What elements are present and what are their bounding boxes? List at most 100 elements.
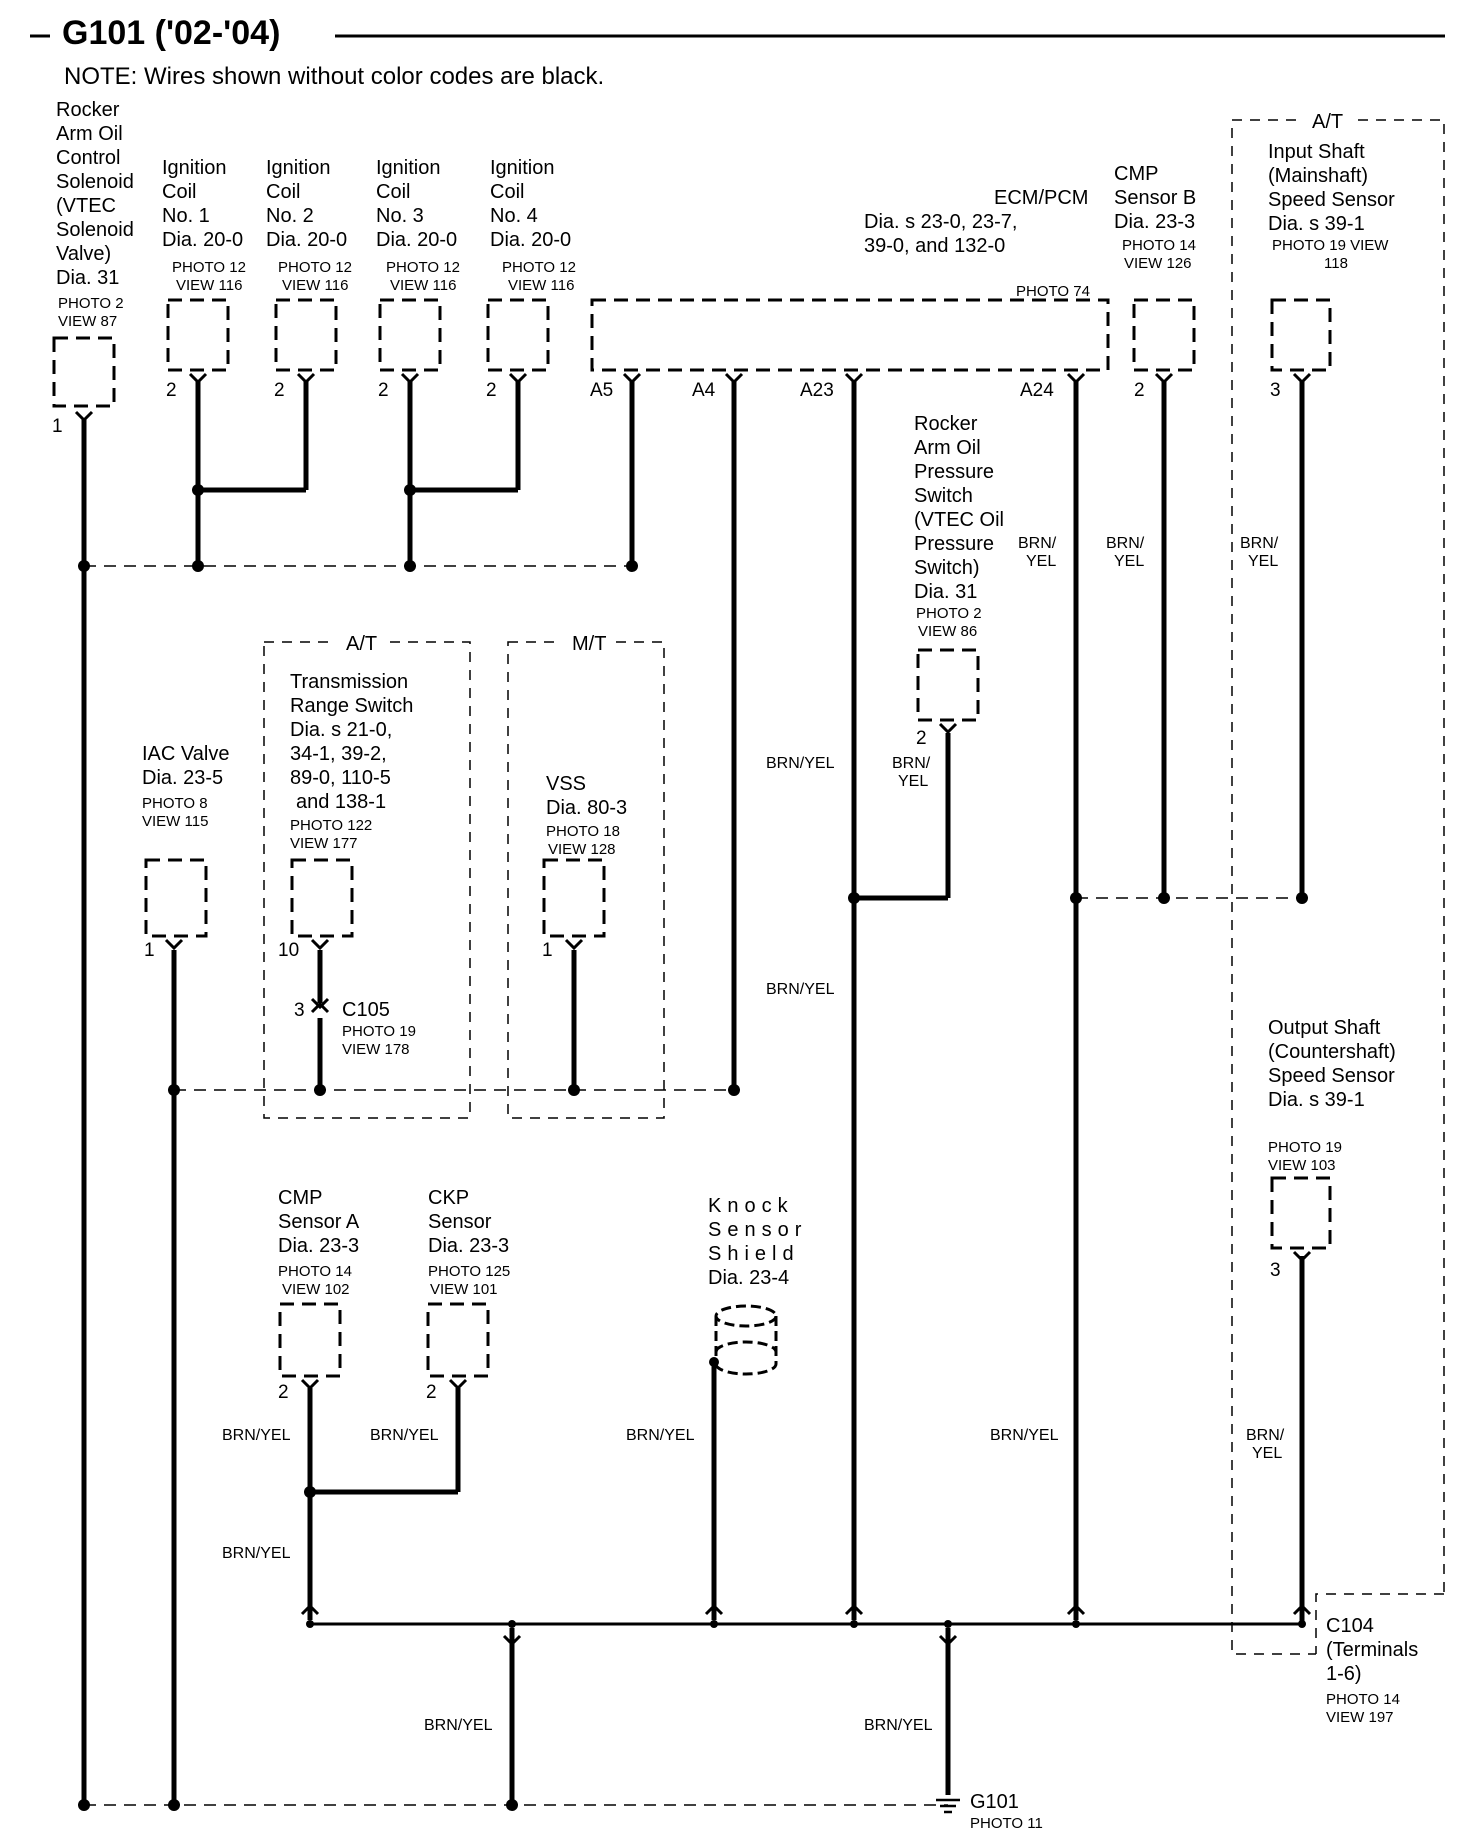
wire-label-a24-brn: BRN/	[1018, 535, 1057, 552]
trans-range-connector	[290, 858, 354, 938]
c105-photo: PHOTO 19	[342, 1023, 416, 1040]
iac-view: VIEW 115	[142, 813, 208, 830]
coil4-connector	[486, 298, 550, 372]
wire-label-switch-brn: BRN/	[892, 755, 931, 772]
rocker-switch-label: Rocker Arm Oil Pressure Switch (VTEC Oil…	[914, 413, 1010, 603]
coil4-pin: 2	[486, 380, 497, 401]
vss-connector	[542, 858, 606, 938]
input-shaft-label: Input Shaft (Mainshaft) Speed Sensor Dia…	[1268, 141, 1400, 235]
output-shaft-photo: PHOTO 19	[1268, 1139, 1342, 1156]
trans-range-photo: PHOTO 122	[290, 817, 372, 834]
pin-terminals	[74, 372, 1312, 1647]
vss-photo: PHOTO 18	[546, 823, 620, 840]
ckp-view: VIEW 101	[430, 1281, 498, 1298]
coil4-label: Ignition Coil No. 4 Dia. 20-0	[490, 157, 571, 251]
input-shaft-pin: 3	[1270, 380, 1281, 401]
splice-dots	[78, 484, 1308, 1811]
ecm-pin-a5: A5	[590, 380, 613, 401]
wire-label-cmpb-brn: BRN/	[1106, 535, 1145, 552]
cmp-b-pin: 2	[1134, 380, 1145, 401]
iac-pin: 1	[144, 940, 155, 961]
ecm-pin-a24: A24	[1020, 380, 1054, 401]
wire-label-input-yel: YEL	[1248, 553, 1278, 570]
cmp-b-view: VIEW 126	[1124, 255, 1192, 272]
rocker-switch-connector	[916, 648, 980, 722]
wire-label-a23-upper: BRN/YEL	[766, 755, 835, 772]
c104-label: C104 (Terminals 1-6)	[1326, 1615, 1424, 1685]
coil1-connector	[166, 298, 230, 372]
wire-label-a24-lower: BRN/YEL	[990, 1427, 1059, 1444]
ecm-connector	[590, 298, 1110, 372]
knock-dia: Dia. 23-4	[708, 1267, 789, 1289]
coil1-label: Ignition Coil No. 1 Dia. 20-0	[162, 157, 243, 251]
at-mid-label: A/T	[346, 633, 377, 655]
iac-connector	[144, 858, 208, 938]
cmp-b-connector	[1132, 298, 1196, 372]
rocker-solenoid-connector	[52, 336, 116, 408]
page-title: G101 ('02-'04)	[62, 14, 280, 52]
g101-label: G101	[970, 1791, 1019, 1813]
output-shaft-view: VIEW 103	[1268, 1157, 1336, 1174]
wire-label-output-brn: BRN/	[1246, 1427, 1285, 1444]
rocker-switch-pin: 2	[916, 728, 927, 749]
coil4-photo: PHOTO 12	[502, 259, 576, 276]
wire-label-output-yel: YEL	[1252, 1445, 1282, 1462]
cmp-a-label: CMP Sensor A Dia. 23-3	[278, 1187, 364, 1257]
trans-range-view: VIEW 177	[290, 835, 358, 852]
wire-label-ground-right: BRN/YEL	[864, 1717, 933, 1734]
cmp-b-photo: PHOTO 14	[1122, 237, 1196, 254]
output-shaft-connector	[1270, 1176, 1332, 1250]
wire-label-ckp: BRN/YEL	[370, 1427, 439, 1444]
input-shaft-connector	[1270, 298, 1332, 372]
ckp-pin: 2	[426, 1382, 437, 1403]
mt-label-bg	[562, 630, 616, 652]
rocker-solenoid-label: Rocker Arm Oil Control Solenoid (VTEC So…	[56, 99, 139, 289]
vss-pin: 1	[542, 940, 553, 961]
coil1-pin: 2	[166, 380, 177, 401]
c105-pin: 3	[294, 1000, 305, 1021]
rocker-switch-view: VIEW 86	[918, 623, 977, 640]
cmp-a-connector	[278, 1302, 342, 1378]
rocker-solenoid-view: VIEW 87	[58, 313, 117, 330]
cmp-a-view: VIEW 102	[282, 1281, 350, 1298]
wire-label-cmpb-yel: YEL	[1114, 553, 1144, 570]
wire-label-input-brn: BRN/	[1240, 535, 1279, 552]
coil3-connector	[378, 298, 442, 372]
ecm-pin-a4: A4	[692, 380, 716, 401]
cmp-a-photo: PHOTO 14	[278, 1263, 352, 1280]
wire-label-a24-yel: YEL	[1026, 553, 1056, 570]
ground-symbol-icon	[936, 1798, 960, 1814]
cmp-a-pin: 2	[278, 1382, 289, 1403]
iac-photo: PHOTO 8	[142, 795, 208, 812]
vss-label: VSS Dia. 80-3	[546, 773, 627, 819]
mt-label: M/T	[572, 633, 606, 655]
at-mid-label-bg	[336, 630, 390, 652]
coil1-view: VIEW 116	[176, 277, 242, 294]
c105-view: VIEW 178	[342, 1041, 410, 1058]
coil2-view: VIEW 116	[282, 277, 348, 294]
ecm-label: ECM/PCM Dia. s 23-0, 23-7, 39-0, and 132…	[864, 187, 1094, 257]
ckp-photo: PHOTO 125	[428, 1263, 510, 1280]
wire-label-a23-lower: BRN/YEL	[766, 981, 835, 998]
ckp-label: CKP Sensor Dia. 23-3	[428, 1187, 509, 1257]
rocker-solenoid-photo: PHOTO 2	[58, 295, 124, 312]
output-shaft-pin: 3	[1270, 1260, 1281, 1281]
coil2-photo: PHOTO 12	[278, 259, 352, 276]
knock-sensor-shield-icon	[714, 1304, 778, 1376]
page-note: NOTE: Wires shown without color codes ar…	[64, 63, 604, 90]
input-shaft-view: 118	[1324, 255, 1348, 272]
coil1-photo: PHOTO 12	[172, 259, 246, 276]
ckp-connector	[426, 1302, 490, 1378]
output-shaft-label: Output Shaft (Countershaft) Speed Sensor…	[1268, 1017, 1401, 1111]
group-at-top-edge	[1315, 1593, 1444, 1654]
wire-label-cmpa: BRN/YEL	[222, 1427, 291, 1444]
vss-view: VIEW 128	[548, 841, 616, 858]
wire-label-knock: BRN/YEL	[626, 1427, 695, 1444]
cmp-b-label: CMP Sensor B Dia. 23-3	[1114, 163, 1202, 233]
group-at-mid	[263, 641, 471, 1119]
iac-label: IAC Valve Dia. 23-5	[142, 743, 235, 789]
wire-label-cmpa-lower: BRN/YEL	[222, 1545, 291, 1562]
g101-photo: PHOTO 11	[970, 1815, 1043, 1832]
c104-photo: PHOTO 14	[1326, 1691, 1400, 1708]
